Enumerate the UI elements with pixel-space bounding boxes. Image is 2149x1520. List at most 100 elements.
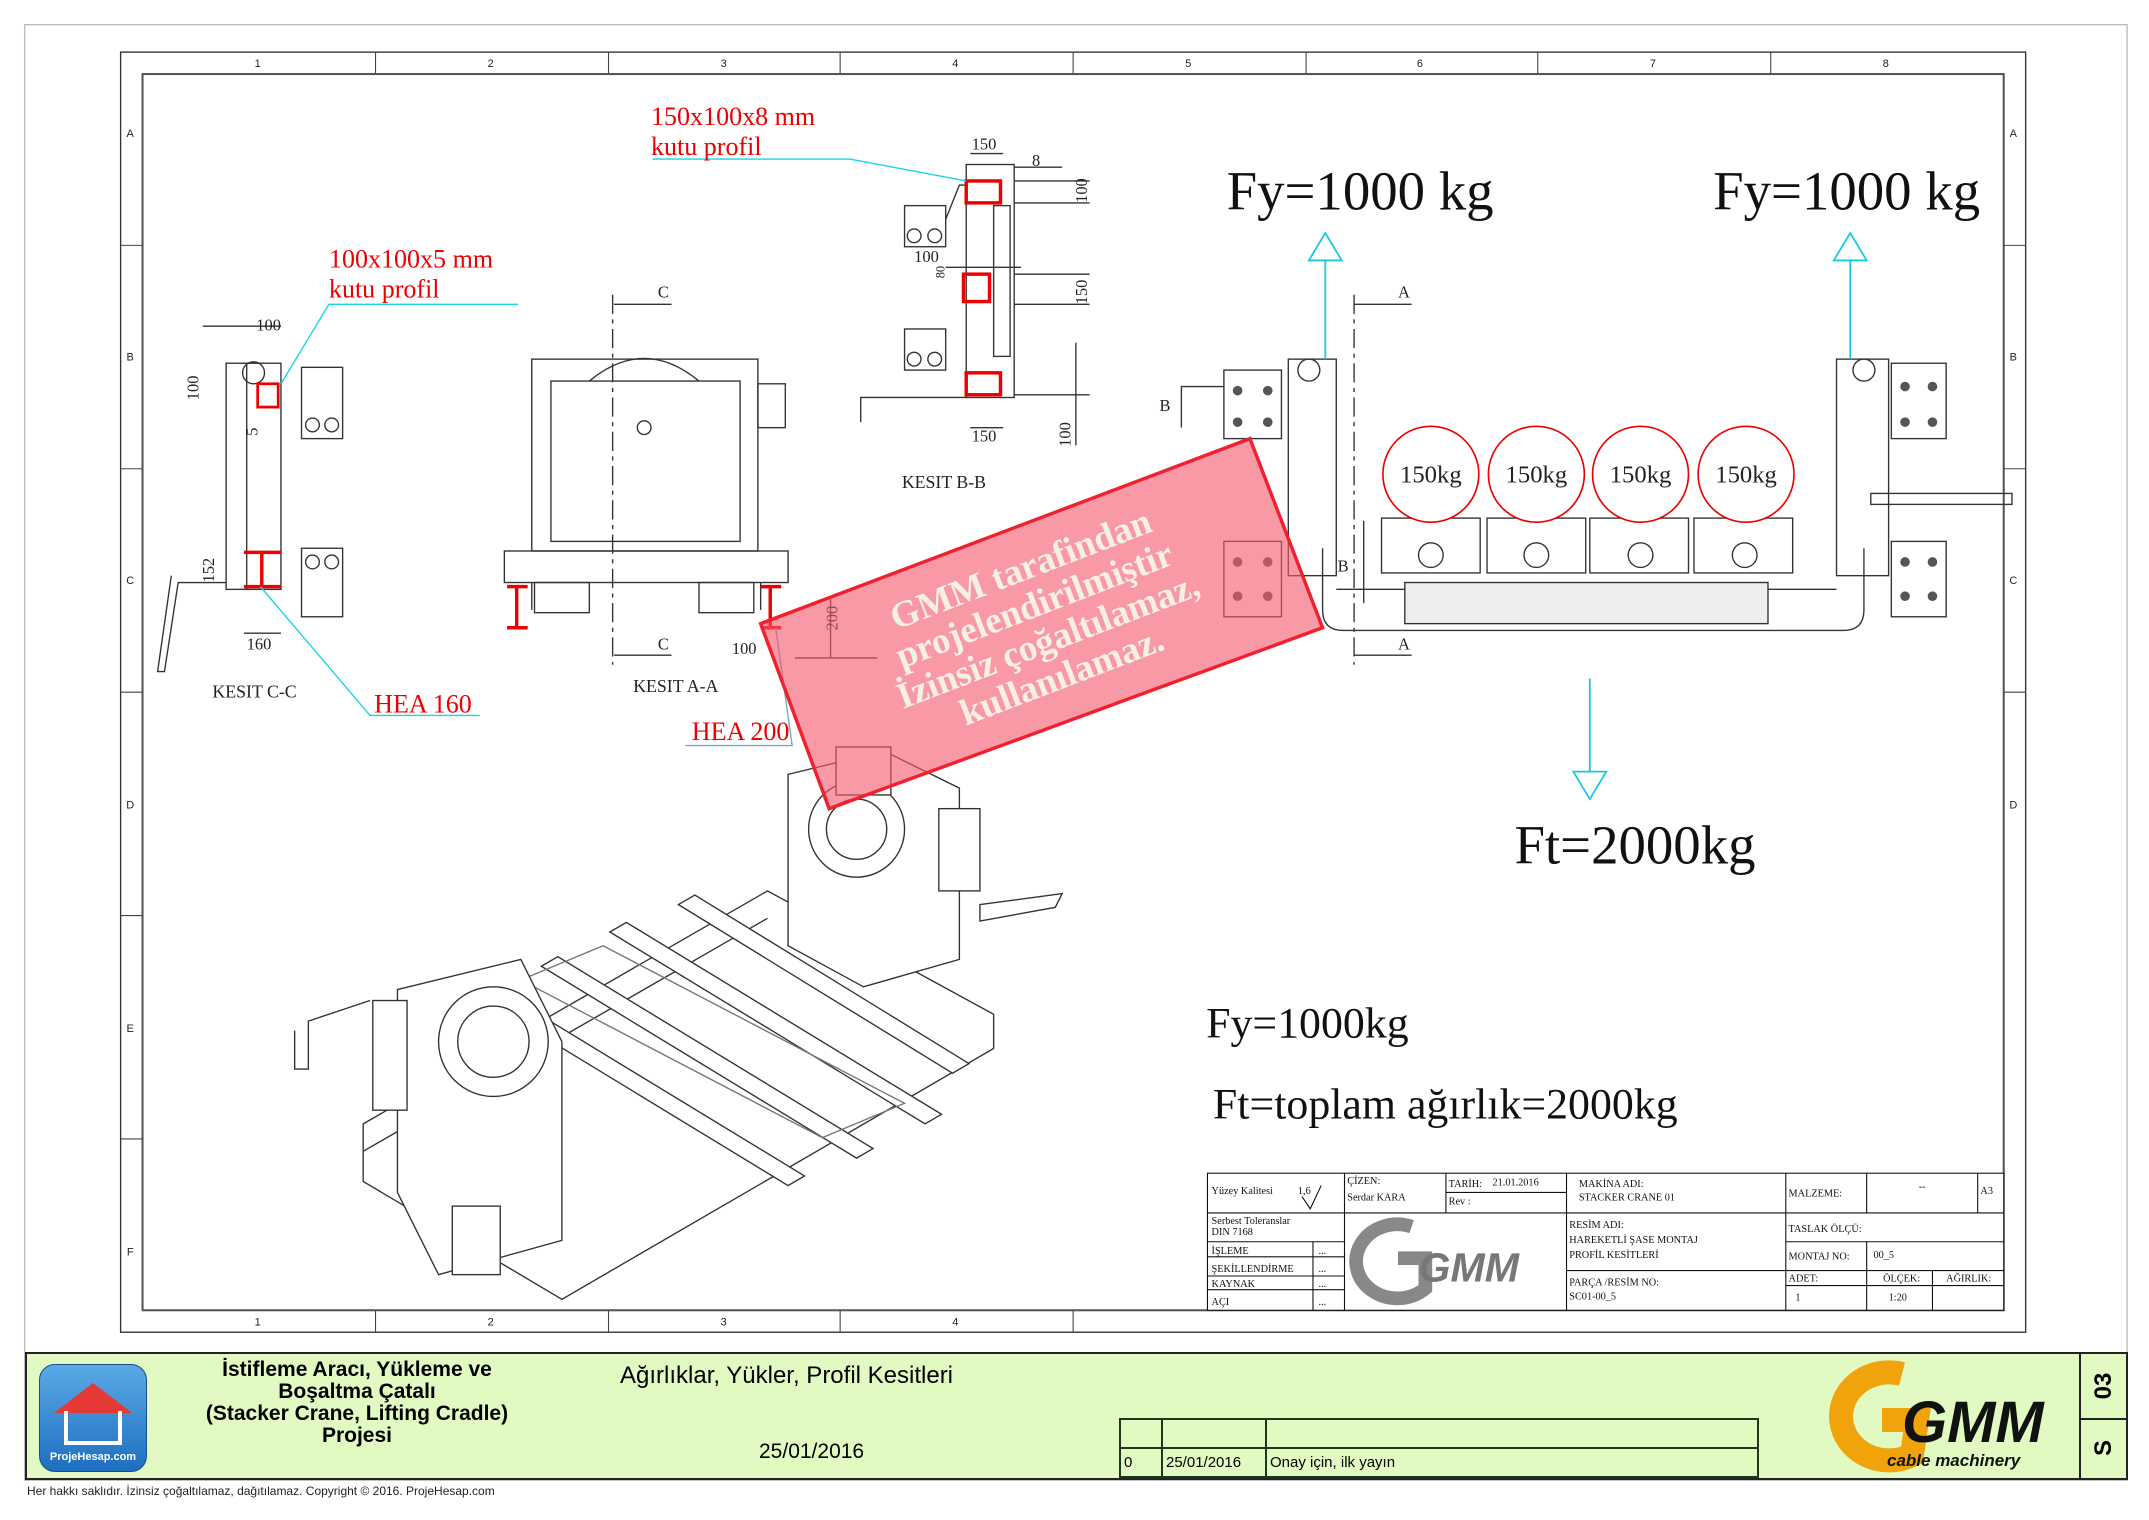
project-title-line: Projesi bbox=[321, 1424, 393, 1447]
process-value: ... bbox=[1318, 1264, 1326, 1275]
profile-label-kutu: kutu profil bbox=[651, 132, 762, 161]
projehesap-logo: ProjeHesap.com bbox=[39, 1364, 147, 1472]
force-arrow-up-left bbox=[1307, 231, 1344, 360]
column-label: 3 bbox=[721, 58, 727, 70]
profile-label-100x100x5: 100x100x5 mm bbox=[329, 244, 493, 273]
process-label: KAYNAK bbox=[1212, 1279, 1256, 1290]
load-marker: 150kg bbox=[1487, 425, 1586, 524]
row-label: A bbox=[127, 128, 135, 140]
dimension-label: 150 bbox=[972, 134, 997, 153]
process-label: ŞEKİLLENDİRME bbox=[1212, 1263, 1294, 1275]
row-label: B bbox=[127, 351, 134, 363]
row-label: D bbox=[126, 800, 134, 812]
svg-text:cable machinery: cable machinery bbox=[1887, 1451, 2022, 1470]
scale-label: ÖLÇEK: bbox=[1883, 1272, 1920, 1284]
machine-name: STACKER CRANE 01 bbox=[1579, 1193, 1675, 1204]
process-value: ... bbox=[1318, 1246, 1326, 1257]
weight-label: AĞIRLIK: bbox=[1946, 1272, 1991, 1284]
isometric-view bbox=[293, 746, 1064, 1301]
revision-date: 25/01/2016 bbox=[1161, 1447, 1267, 1478]
section-bb-title: KESIT B-B bbox=[902, 472, 986, 492]
process-value: ... bbox=[1318, 1297, 1326, 1308]
section-cc-title: KESIT C-C bbox=[212, 682, 296, 702]
svg-text:150kg: 150kg bbox=[1506, 461, 1568, 488]
column-label: 4 bbox=[952, 1316, 958, 1328]
svg-text:GMM: GMM bbox=[1419, 1244, 1520, 1290]
svg-text:GMM: GMM bbox=[1902, 1390, 2045, 1455]
column-label: 2 bbox=[488, 1316, 494, 1328]
force-fy-right: Fy=1000 kg bbox=[1713, 161, 1980, 222]
drawing-name: HAREKETLİ ŞASE MONTAJ bbox=[1569, 1234, 1698, 1246]
assembly-no: 00_5 bbox=[1874, 1250, 1895, 1261]
surface-finish-icon bbox=[1301, 1185, 1322, 1210]
title-block bbox=[1206, 1172, 2005, 1311]
quantity-label: ADET: bbox=[1789, 1273, 1819, 1284]
logo-caption: ProjeHesap.com bbox=[49, 1451, 137, 1463]
dimension-label: 100 bbox=[732, 639, 757, 658]
force-ft: Ft=2000kg bbox=[1514, 814, 1755, 875]
load-marker: 150kg bbox=[1697, 425, 1795, 524]
column-label: 1 bbox=[255, 1316, 261, 1328]
profile-label-hea160: HEA 160 bbox=[374, 690, 472, 719]
profile-label-150x100x8: 150x100x8 mm bbox=[651, 102, 815, 131]
project-title-line: İstifleme Aracı, Yükleme ve bbox=[222, 1358, 492, 1381]
draft-size-label: TASLAK ÖLÇÜ: bbox=[1789, 1223, 1862, 1235]
row-label: B bbox=[2010, 351, 2017, 363]
process-value: ... bbox=[1318, 1279, 1326, 1290]
house-icon bbox=[64, 1411, 122, 1445]
row-label: A bbox=[2010, 128, 2018, 140]
column-label: 7 bbox=[1650, 58, 1656, 70]
section-marker-b: B bbox=[1159, 396, 1170, 415]
date-value: 21.01.2016 bbox=[1493, 1178, 1539, 1189]
material-label: MALZEME: bbox=[1789, 1189, 1843, 1200]
rev-label: Rev : bbox=[1449, 1197, 1471, 1208]
column-label: 8 bbox=[1883, 58, 1889, 70]
part-no: SC01-00_5 bbox=[1569, 1291, 1616, 1302]
revision-row: 0 25/01/2016 Onay için, ilk yayın bbox=[1119, 1447, 1759, 1478]
dimension-label: 8 bbox=[1032, 151, 1040, 170]
revision-no: 0 bbox=[1119, 1447, 1163, 1478]
sheet-number-box: 03 S bbox=[2079, 1354, 2126, 1478]
machine-label: MAKİNA ADI: bbox=[1579, 1178, 1644, 1190]
assembly-no-label: MONTAJ NO: bbox=[1789, 1252, 1850, 1263]
force-fy-left: Fy=1000 kg bbox=[1227, 161, 1494, 222]
drawn-by-label: ÇİZEN: bbox=[1347, 1175, 1380, 1187]
column-label: 1 bbox=[255, 58, 261, 70]
project-title-line: (Stacker Crane, Lifting Cradle) bbox=[205, 1402, 509, 1425]
profile-label-hea200: HEA 200 bbox=[692, 717, 790, 746]
column-label: 2 bbox=[488, 58, 494, 70]
process-label: AÇI bbox=[1212, 1297, 1230, 1308]
material-value: -- bbox=[1919, 1182, 1926, 1193]
drawing-name: PROFİL KESİTLERİ bbox=[1569, 1249, 1659, 1261]
note-fy: Fy=1000kg bbox=[1206, 1000, 1409, 1048]
dimension-label: 100 bbox=[1055, 422, 1074, 447]
row-label: C bbox=[126, 575, 134, 587]
sheet-size: A3 bbox=[1980, 1186, 1993, 1197]
date-label: TARİH: bbox=[1449, 1178, 1483, 1190]
section-marker-c: C bbox=[658, 282, 669, 301]
force-arrow-up-right bbox=[1832, 231, 1869, 360]
front-view bbox=[1180, 294, 2013, 665]
sheet-code: 03 bbox=[2089, 1372, 2117, 1400]
load-marker: 150kg bbox=[1591, 425, 1690, 524]
dimension-label: 100 bbox=[184, 376, 203, 401]
scale: 1:20 bbox=[1889, 1293, 1907, 1304]
svg-text:150kg: 150kg bbox=[1400, 461, 1462, 488]
surface-quality-label: Yüzey Kalitesi bbox=[1212, 1186, 1273, 1197]
row-label: D bbox=[2009, 800, 2017, 812]
profile-label-kutu: kutu profil bbox=[329, 274, 440, 303]
load-marker: 150kg bbox=[1382, 425, 1480, 524]
dimension-label: 100 bbox=[1072, 178, 1091, 203]
row-label: E bbox=[127, 1023, 134, 1035]
column-label: 3 bbox=[721, 1316, 727, 1328]
load-markers: 150kg 150kg 150kg 150kg bbox=[1382, 425, 1795, 524]
section-bb-view bbox=[652, 152, 1090, 446]
column-label: 6 bbox=[1417, 58, 1423, 70]
section-cc-view bbox=[156, 303, 519, 717]
dimension-label: 160 bbox=[247, 635, 272, 654]
row-label: C bbox=[2009, 575, 2017, 587]
tolerance-label: Serbest Toleranslar bbox=[1212, 1216, 1291, 1227]
quantity: 1 bbox=[1795, 1293, 1800, 1304]
project-title-line: Boşaltma Çatalı bbox=[278, 1380, 436, 1403]
